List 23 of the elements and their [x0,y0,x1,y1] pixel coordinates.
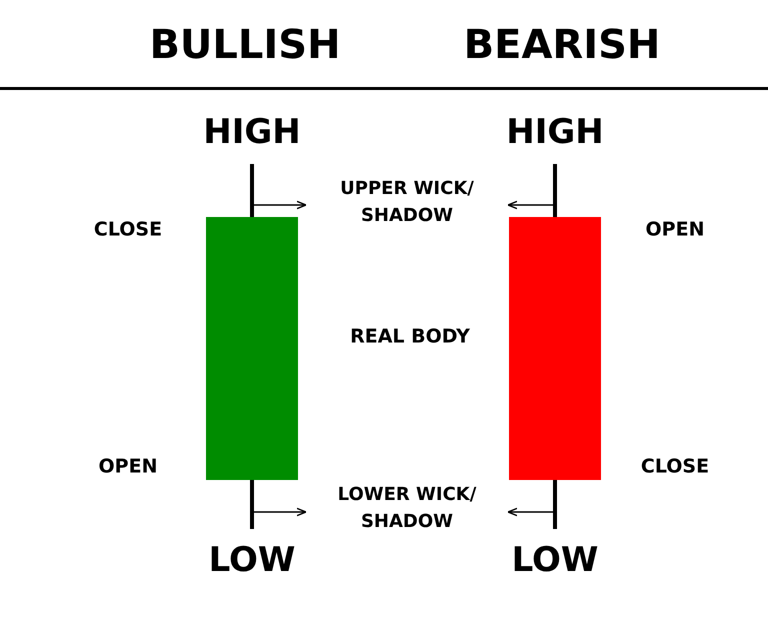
wick-label: UPPER WICK/ SHADOW [306,174,508,230]
price-label: HIGH [506,110,604,154]
arrow [507,200,553,210]
candle-body [206,217,298,480]
price-label: LOW [512,538,598,582]
arrow [507,508,553,516]
candle-wick [553,480,557,529]
price-label: OPEN [98,454,158,480]
price-label: LOW [208,538,296,582]
candle-wick [250,164,254,217]
price-label: CLOSE [94,218,162,242]
price-label: HIGH [203,110,301,154]
body-label: REAL BODY [350,324,470,350]
column-heading: BULLISH [149,21,341,70]
arrow [254,200,307,210]
candle-wick [553,164,557,217]
column-heading: BEARISH [464,21,660,70]
arrow [254,508,307,516]
candle-wick [250,480,254,529]
price-label: OPEN [646,218,704,242]
wick-label: LOWER WICK/ SHADOW [306,480,508,536]
candle-body [509,217,601,480]
price-label: CLOSE [640,454,710,480]
